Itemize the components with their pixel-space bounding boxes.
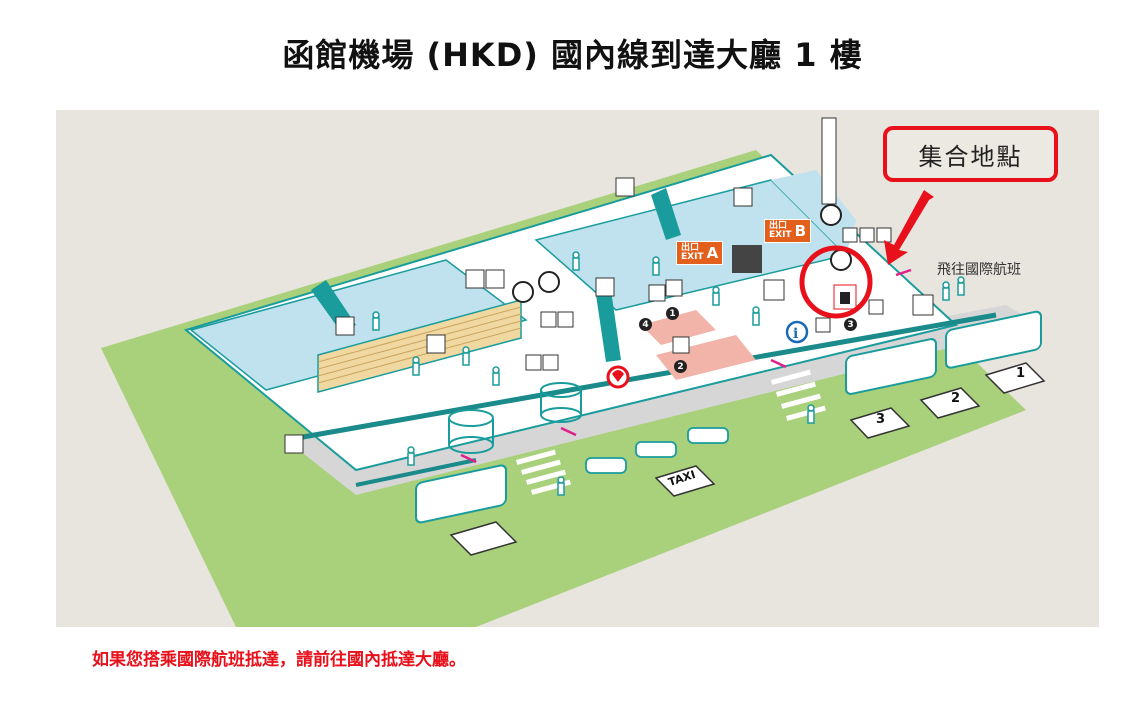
shop-4-marker: 4 <box>639 318 652 331</box>
bus-stop-2: 2 <box>951 391 961 406</box>
meeting-arrow <box>884 190 934 265</box>
page-title: 函館機場 (HKD) 國內線到達大廳 1 樓 <box>282 36 863 74</box>
map-illustration: i <box>101 117 1046 627</box>
shop-1-marker: 1 <box>666 307 679 320</box>
terminal-map: i <box>56 110 1099 627</box>
arrival-note: 如果您搭乘國際航班抵達，請前往國內抵達大廳。 <box>92 650 466 670</box>
svg-text:i: i <box>793 326 798 342</box>
international-flights-label: 飛往國際航班 <box>937 262 1021 278</box>
meeting-point-label: 集合地點 <box>883 126 1058 182</box>
counter-wall <box>317 299 522 393</box>
shop-2-marker: 2 <box>674 360 687 373</box>
bus-stop-1: 1 <box>1016 366 1026 381</box>
shop-3-marker: 3 <box>844 318 857 331</box>
bus-stop-3: 3 <box>876 412 886 427</box>
